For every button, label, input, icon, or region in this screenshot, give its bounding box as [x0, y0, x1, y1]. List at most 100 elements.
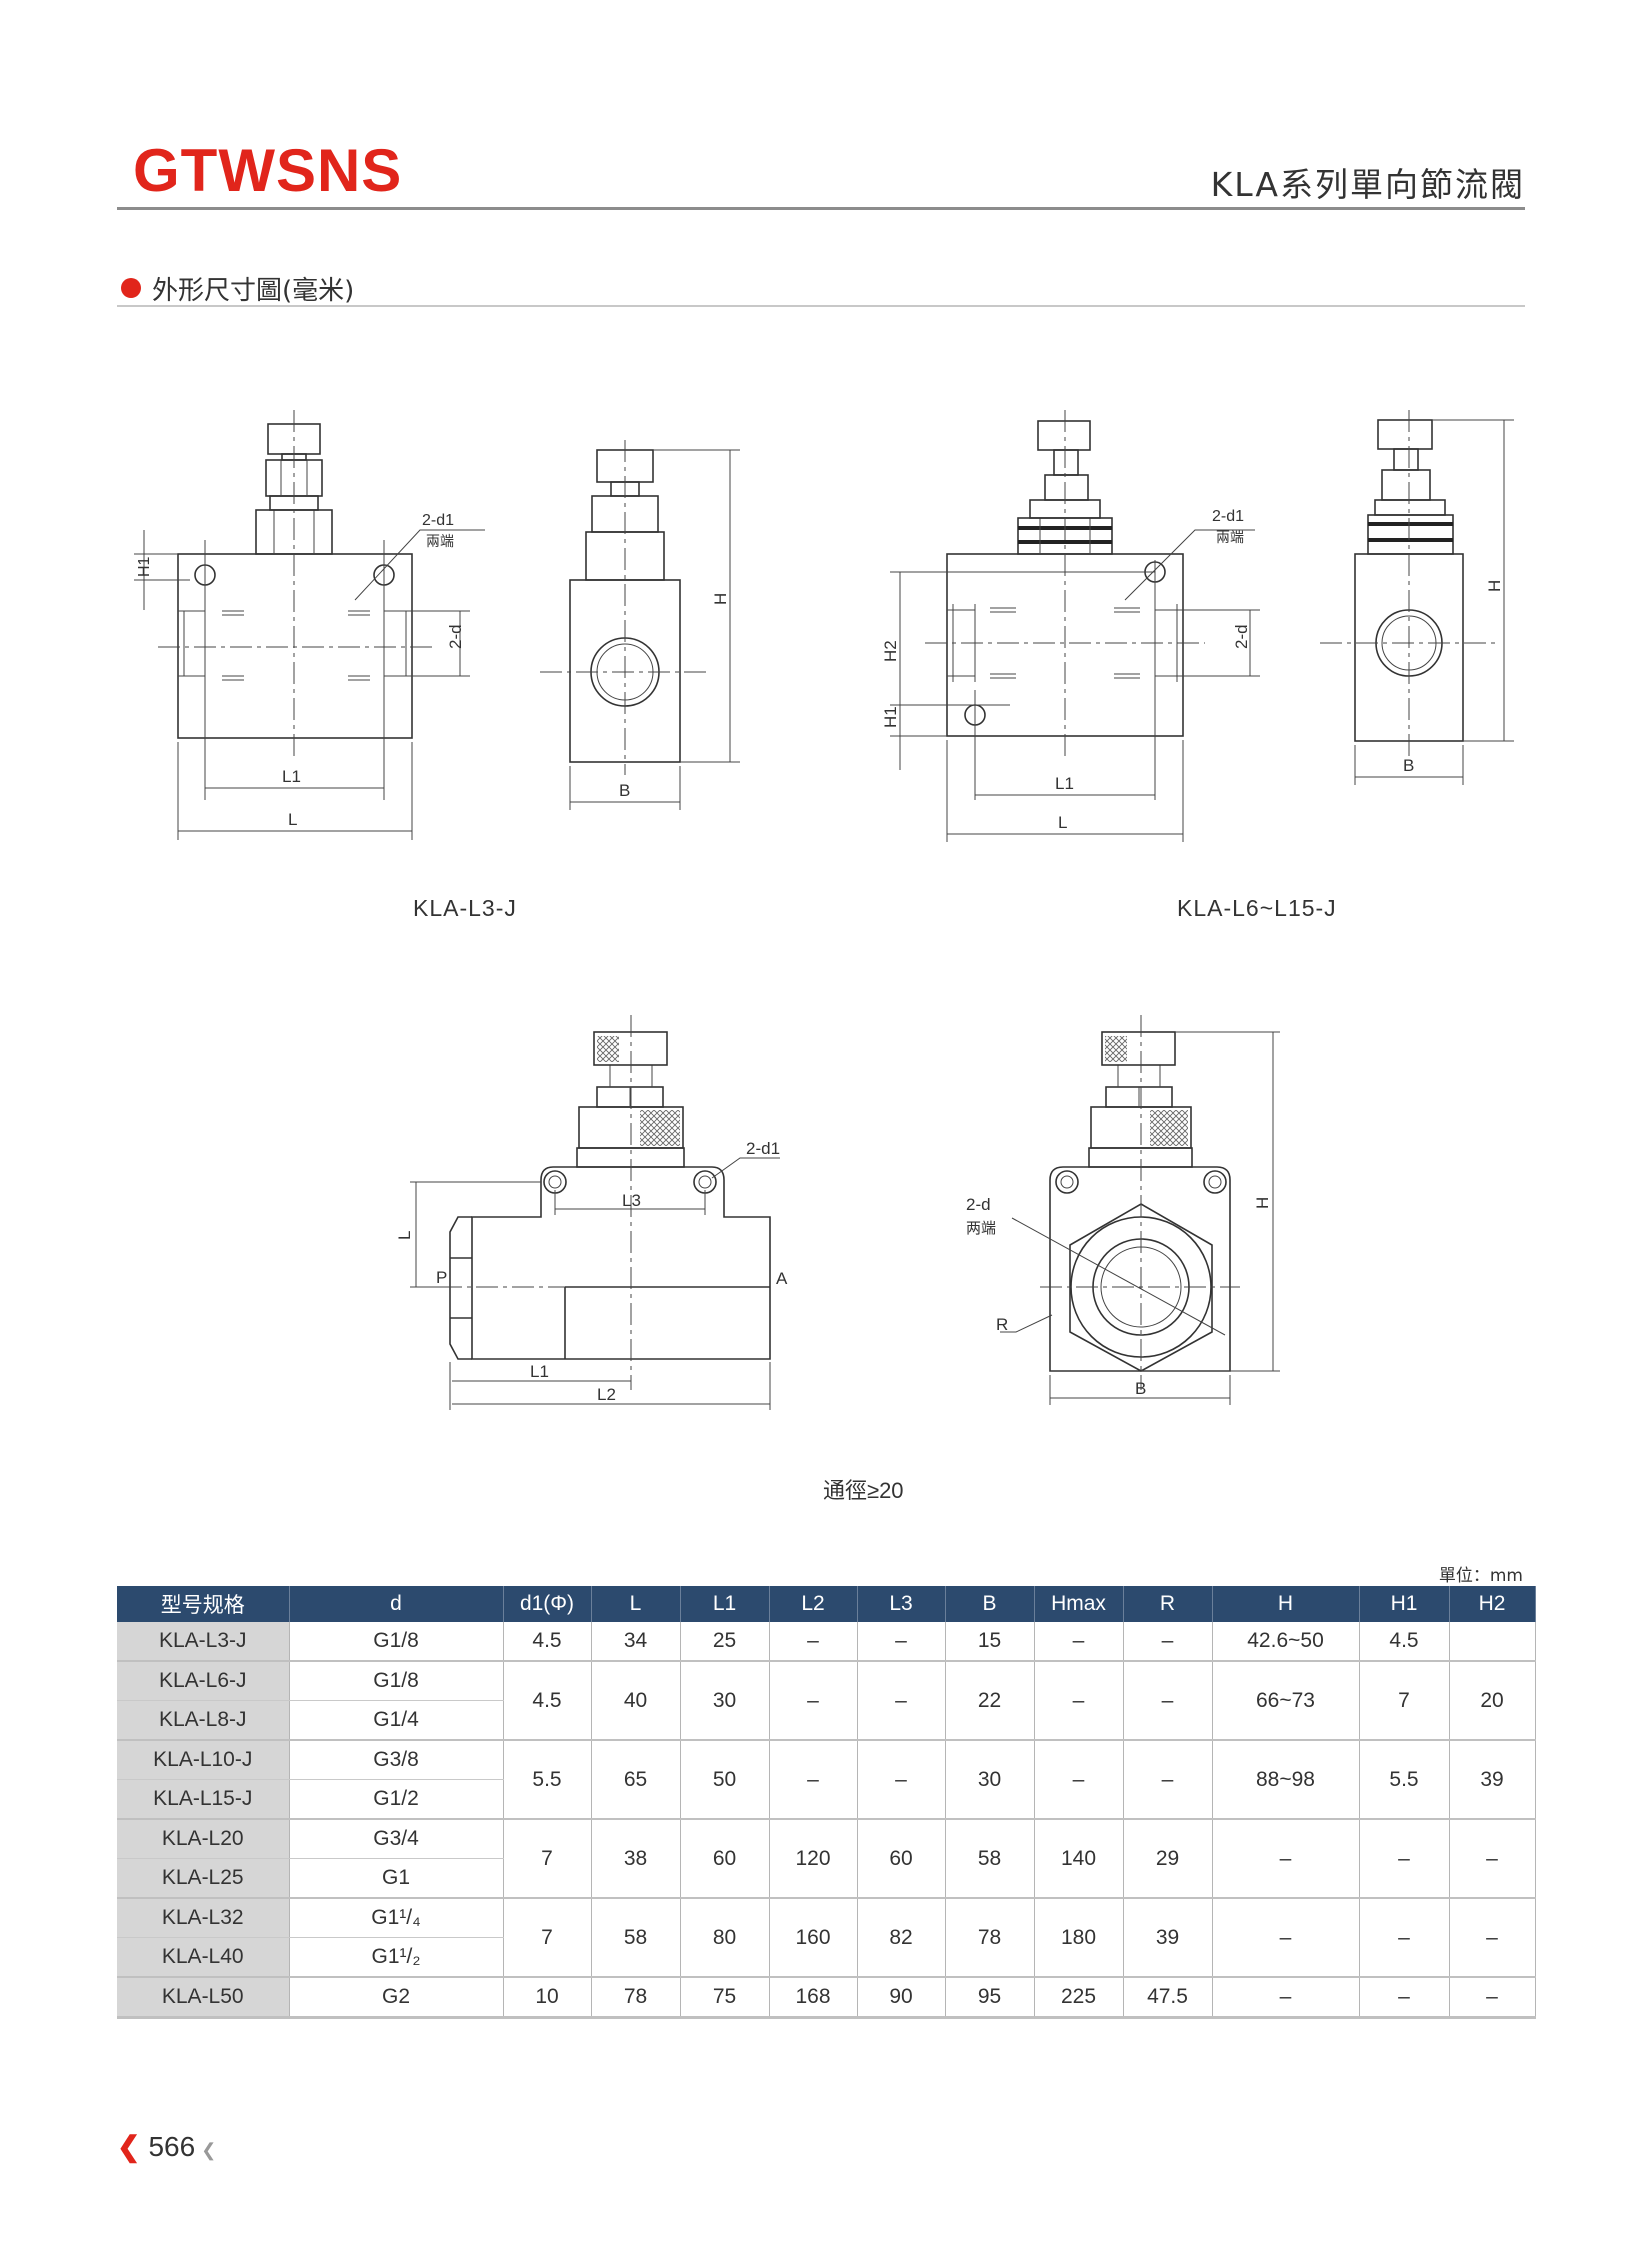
value-cell: 38: [591, 1818, 681, 1899]
drawing-kla-l3-j-side: H B: [540, 440, 740, 810]
value-cell: 82: [857, 1897, 946, 1978]
thread-size-cell: G1/8: [289, 1622, 504, 1662]
column-header: H2: [1449, 1586, 1536, 1622]
value-cell: 50: [680, 1739, 770, 1820]
chevron-left-icon: ❮: [117, 2131, 141, 2162]
column-header: H1: [1359, 1586, 1450, 1622]
value-cell: 180: [1034, 1897, 1124, 1978]
model-cell: KLA-L15-J: [117, 1779, 290, 1820]
bullet-icon: [121, 278, 141, 298]
dim-label-h1: H1: [136, 556, 153, 577]
model-cell: KLA-L20: [117, 1818, 290, 1859]
dim-label-l1: L1: [530, 1362, 549, 1381]
unit-label: 單位：mm: [1438, 1566, 1523, 1586]
column-header: L1: [680, 1586, 770, 1622]
value-cell: –: [857, 1660, 946, 1741]
value-cell: 15: [945, 1622, 1035, 1662]
value-cell: –: [769, 1622, 858, 1662]
value-cell: 168: [769, 1976, 858, 2019]
thread-size-cell: G2: [289, 1976, 504, 2019]
column-header: H: [1212, 1586, 1360, 1622]
thread-size-cell: G1/4: [289, 1700, 504, 1741]
value-cell: 65: [591, 1739, 681, 1820]
value-cell: 75: [680, 1976, 770, 2019]
value-cell: –: [1449, 1897, 1536, 1978]
dim-label-h: H: [1253, 1197, 1272, 1209]
value-cell: 225: [1034, 1976, 1124, 2019]
dim-label-l2: L2: [597, 1385, 616, 1404]
model-cell: KLA-L25: [117, 1858, 290, 1899]
value-cell: –: [1359, 1897, 1450, 1978]
value-cell: –: [769, 1660, 858, 1741]
drawing-caption-kla-l3-j: KLA-L3-J: [413, 895, 517, 921]
model-cell: KLA-L8-J: [117, 1700, 290, 1741]
value-cell: 78: [591, 1976, 681, 2019]
value-cell: 20: [1449, 1660, 1536, 1741]
value-cell: 30: [945, 1739, 1035, 1820]
column-header: L2: [769, 1586, 858, 1622]
value-cell: 160: [769, 1897, 858, 1978]
value-cell: 95: [945, 1976, 1035, 2019]
value-cell: 90: [857, 1976, 946, 2019]
column-header: d1(Φ): [503, 1586, 592, 1622]
thread-size-cell: G1: [289, 1858, 504, 1899]
chevron-left-small-icon: ❮: [201, 2140, 217, 2160]
value-cell: –: [1123, 1660, 1213, 1741]
value-cell: –: [1449, 1976, 1536, 2019]
value-cell: 42.6~50: [1212, 1622, 1360, 1662]
dim-label-2-d1: 2-d1: [422, 512, 454, 529]
column-header: R: [1123, 1586, 1213, 1622]
drawing-kla-l6-l15-j-front: H2 H1 2-d1 兩端 2-d L1 L: [881, 410, 1260, 842]
column-header: B: [945, 1586, 1035, 1622]
value-cell: 58: [591, 1897, 681, 1978]
value-cell: –: [1123, 1739, 1213, 1820]
column-header: L3: [857, 1586, 946, 1622]
value-cell: –: [1212, 1818, 1360, 1899]
value-cell: 39: [1449, 1739, 1536, 1820]
header-divider: [117, 207, 1525, 210]
value-cell: 10: [503, 1976, 592, 2019]
dim-label-2-d1: 2-d1: [1212, 508, 1244, 525]
dim-label-l3: L3: [622, 1191, 641, 1210]
value-cell: 5.5: [503, 1739, 592, 1820]
value-cell: –: [1034, 1660, 1124, 1741]
dim-label-b: B: [1135, 1379, 1146, 1398]
thread-size-cell: G3/4: [289, 1818, 504, 1859]
model-cell: KLA-L6-J: [117, 1660, 290, 1701]
dim-label-b: B: [1403, 756, 1414, 775]
value-cell: 47.5: [1123, 1976, 1213, 2019]
value-cell: –: [857, 1739, 946, 1820]
dim-label-l: L: [1058, 813, 1067, 832]
value-cell: 4.5: [1359, 1622, 1450, 1662]
drawing-kla-l6-l15-j-side: H B: [1320, 410, 1514, 785]
value-cell: 120: [769, 1818, 858, 1899]
dim-label-h2: H2: [881, 640, 900, 662]
value-cell: –: [1034, 1622, 1124, 1662]
page-number: ❮566❮: [117, 2130, 216, 2163]
value-cell: 34: [591, 1622, 681, 1662]
page-number-text: 566: [148, 2131, 196, 2162]
dim-label-both-ends: 兩端: [1216, 529, 1244, 545]
value-cell: 60: [857, 1818, 946, 1899]
value-cell: 58: [945, 1818, 1035, 1899]
dim-label-l1: L1: [1055, 774, 1074, 793]
value-cell: 78: [945, 1897, 1035, 1978]
dim-label-h1: H1: [881, 706, 900, 728]
dim-label-both-ends: 兩端: [426, 533, 454, 549]
drawing-caption-kla-l6-l15-j: KLA-L6~L15-J: [1177, 895, 1337, 921]
port-label-a: A: [776, 1269, 788, 1288]
dim-label-h: H: [1485, 580, 1504, 592]
drawing-kla-l3-j-front: H1 2-d1 兩端 2-d L1 L: [134, 410, 485, 840]
value-cell: 25: [680, 1622, 770, 1662]
dim-label-r: R: [996, 1315, 1008, 1334]
dim-label-l: L: [395, 1231, 414, 1240]
value-cell: [1449, 1622, 1536, 1662]
dimension-drawings: H1 2-d1 兩端 2-d L1 L H B KLA-L3-J: [134, 410, 1514, 1503]
drawing-large-front: 2-d1 L3 L P A L1 L2: [395, 1015, 788, 1410]
column-header: Hmax: [1034, 1586, 1124, 1622]
